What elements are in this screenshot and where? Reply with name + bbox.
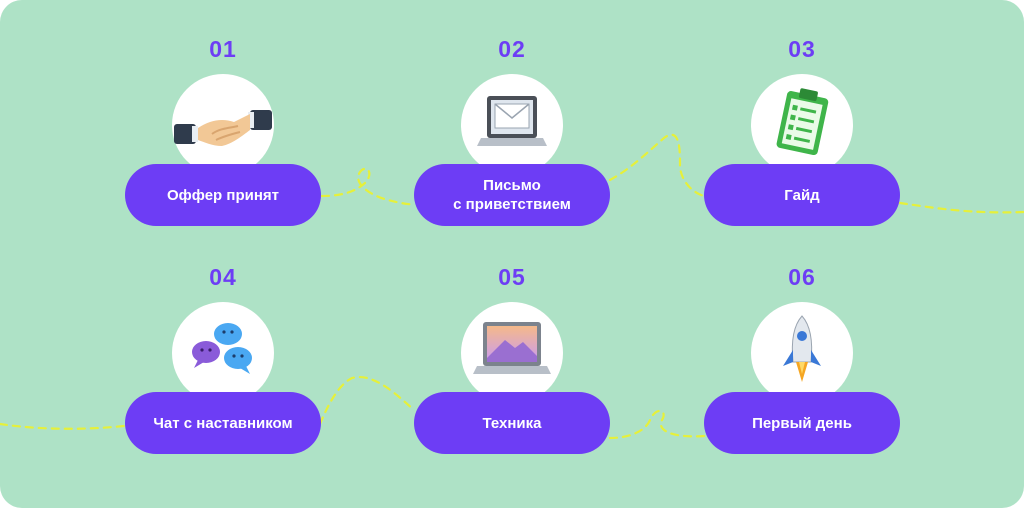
step-number: 04 (209, 264, 237, 290)
step-label: Техника (414, 392, 610, 454)
step-icon-circle (461, 302, 563, 404)
step-label: Гайд (704, 164, 900, 226)
step-label: Письмо с приветствием (414, 164, 610, 226)
chat-bubbles-icon (192, 323, 252, 374)
step-number: 02 (498, 36, 526, 62)
step-label: Первый день (704, 392, 900, 454)
rocket-icon (783, 315, 821, 382)
step-2: 02 Письмо с приветствием (414, 36, 610, 286)
step-number: 01 (209, 36, 237, 62)
step-number: 05 (498, 264, 526, 290)
laptop-mail-icon (477, 96, 547, 146)
step-4: 04 Чат с наставником (125, 264, 321, 508)
step-icon-circle (461, 74, 563, 176)
step-5: 05 Техника (414, 264, 610, 508)
step-icon-circle (172, 74, 274, 176)
step-number: 06 (788, 264, 816, 290)
step-number: 03 (788, 36, 816, 62)
step-icon-circle (172, 302, 274, 404)
step-icon-circle (751, 74, 853, 176)
step-label: Оффер принят (125, 164, 321, 226)
step-3: 03 Гайд (704, 36, 900, 286)
laptop-icon (473, 322, 551, 374)
clipboard-checklist-icon (776, 88, 829, 156)
step-1: 01 Оффер принят (125, 36, 321, 286)
handshake-icon (174, 110, 272, 146)
step-label: Чат с наставником (125, 392, 321, 454)
step-icon-circle (751, 302, 853, 404)
step-6: 06 Первый день (704, 264, 900, 508)
